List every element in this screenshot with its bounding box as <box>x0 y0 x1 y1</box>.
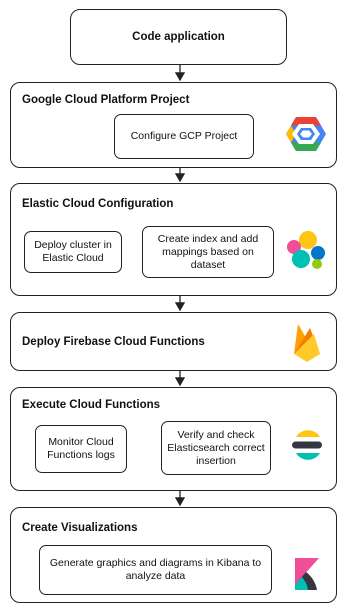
gcp-section-title: Google Cloud Platform Project <box>22 94 190 106</box>
elastic-cloud-section: Elastic Cloud Configuration Deploy clust… <box>10 183 337 296</box>
elasticsearch-icon <box>292 429 322 466</box>
code-application-step: Code application <box>70 9 287 65</box>
deploy-cluster-step: Deploy cluster in Elastic Cloud <box>24 231 122 273</box>
visualizations-section-title: Create Visualizations <box>22 522 138 534</box>
gcp-project-section: Google Cloud Platform Project Configure … <box>10 82 337 168</box>
kibana-icon <box>295 558 319 595</box>
elastic-section-title: Elastic Cloud Configuration <box>22 198 174 210</box>
configure-gcp-step: Configure GCP Project <box>114 114 254 159</box>
visualizations-section: Create Visualizations Generate graphics … <box>10 507 337 603</box>
create-index-step: Create index and add mappings based on d… <box>142 226 274 278</box>
execute-section-title: Execute Cloud Functions <box>22 399 161 411</box>
code-application-label: Code application <box>132 31 225 43</box>
generate-graphics-step: Generate graphics and diagrams in Kibana… <box>39 545 272 595</box>
execute-functions-section: Execute Cloud Functions Monitor Cloud Fu… <box>10 387 337 491</box>
firebase-section: Deploy Firebase Cloud Functions <box>10 312 337 371</box>
verify-insertion-step: Verify and check Elasticsearch correct i… <box>161 421 271 475</box>
firebase-section-title: Deploy Firebase Cloud Functions <box>22 336 205 348</box>
elastic-icon <box>286 231 326 276</box>
google-cloud-icon <box>286 116 326 157</box>
monitor-logs-step: Monitor Cloud Functions logs <box>35 425 127 473</box>
firebase-icon <box>292 322 322 367</box>
